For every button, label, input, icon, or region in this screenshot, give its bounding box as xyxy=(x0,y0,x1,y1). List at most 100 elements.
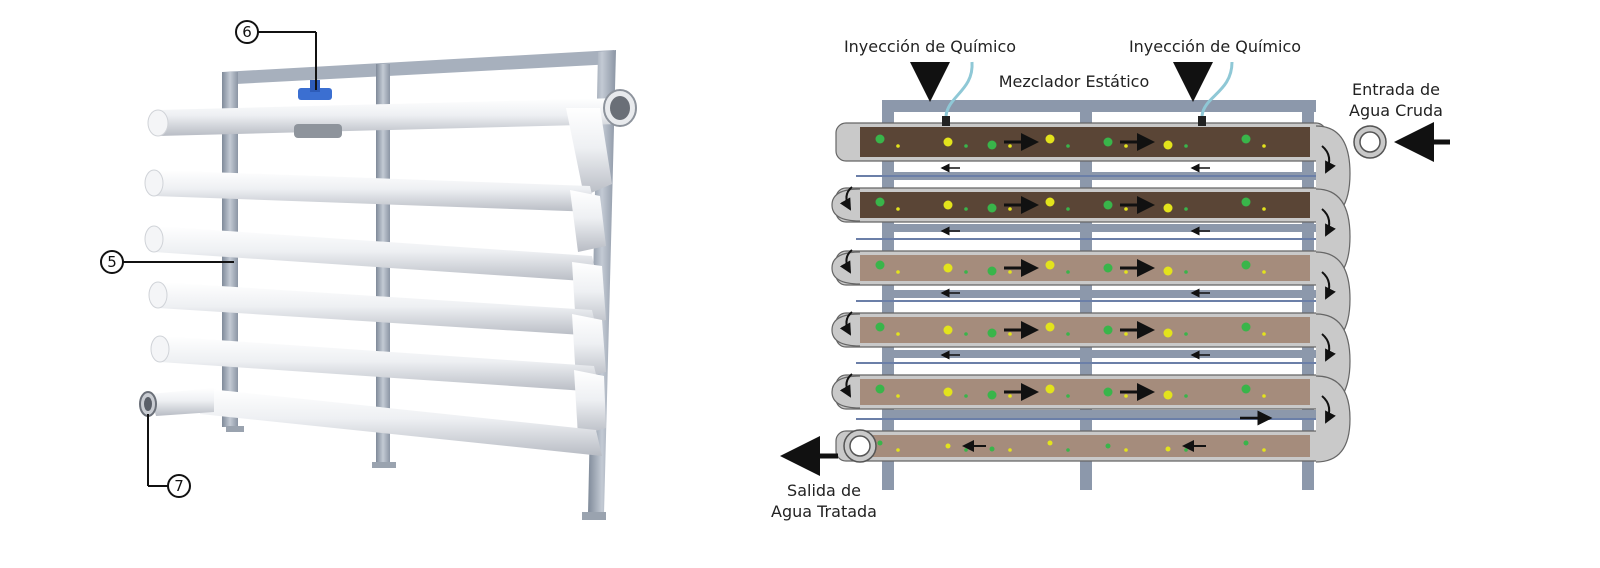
particle-small xyxy=(1184,332,1188,336)
particle xyxy=(877,440,883,446)
particle xyxy=(943,263,953,273)
raw-water-inlet-label-line1: Entrada de xyxy=(1352,80,1440,99)
particle xyxy=(987,390,997,400)
particle-small xyxy=(1184,270,1188,274)
elbow-arrow-left xyxy=(839,186,853,211)
particle xyxy=(1105,443,1111,449)
treated-water-outlet-ring xyxy=(843,429,877,463)
injector-nozzle-2 xyxy=(1198,116,1206,126)
particle-small xyxy=(1262,270,1266,274)
particle-small xyxy=(1066,332,1070,336)
particle xyxy=(1165,446,1171,452)
particle-small xyxy=(1008,144,1012,148)
particle-small xyxy=(1066,207,1070,211)
particle-small xyxy=(1184,394,1188,398)
particle xyxy=(1163,266,1173,276)
treated-water-outlet-label-line2: Agua Tratada xyxy=(771,502,877,521)
particle xyxy=(1047,440,1053,446)
particle-small xyxy=(1124,144,1128,148)
particle-small xyxy=(896,332,900,336)
particle-small xyxy=(896,448,900,452)
chem-injection-label-2: Inyección de Químico xyxy=(1129,37,1301,56)
pipe-content-3 xyxy=(860,255,1310,281)
particle-small xyxy=(1262,332,1266,336)
elbow-arrow-right xyxy=(1321,145,1336,174)
frame-foot-left xyxy=(226,426,244,432)
particle xyxy=(1241,260,1251,270)
particle-small xyxy=(896,144,900,148)
particle xyxy=(943,200,953,210)
particle-small xyxy=(964,144,968,148)
chemical-particles xyxy=(875,134,1266,452)
particle-small xyxy=(1008,270,1012,274)
particle-small xyxy=(1066,448,1070,452)
particle xyxy=(987,140,997,150)
pipe-row-4 xyxy=(148,281,606,380)
particle-small xyxy=(896,207,900,211)
particle xyxy=(987,203,997,213)
particle-small xyxy=(1262,144,1266,148)
pipe-row-1 xyxy=(147,98,620,196)
elbow-arrow-right xyxy=(1321,208,1336,237)
callout-7-number: 7 xyxy=(174,477,184,495)
particle-small xyxy=(1008,207,1012,211)
particle xyxy=(1103,137,1113,147)
elbow-arrow-left xyxy=(839,311,853,336)
particle xyxy=(1045,322,1055,332)
particle xyxy=(875,384,885,394)
frame-top-beam xyxy=(222,50,614,84)
pipe-elbows xyxy=(831,125,1351,463)
outlet-opening xyxy=(139,391,157,417)
pipe-content-4 xyxy=(860,317,1310,343)
particle xyxy=(1163,203,1173,213)
particle xyxy=(875,197,885,207)
particle xyxy=(1241,322,1251,332)
particle-small xyxy=(964,270,968,274)
static-mixer-label: Mezclador Estático xyxy=(999,72,1150,91)
particle-small xyxy=(964,394,968,398)
particle xyxy=(1163,390,1173,400)
particle xyxy=(1045,384,1055,394)
inlet-opening xyxy=(603,89,637,127)
particle-small xyxy=(1184,144,1188,148)
frame-foot-right xyxy=(582,512,606,520)
particle-small xyxy=(1008,448,1012,452)
pipe-row-6 xyxy=(150,388,602,456)
callout-6-number: 6 xyxy=(242,23,252,41)
particle xyxy=(1103,387,1113,397)
particle xyxy=(1241,134,1251,144)
particle xyxy=(1103,263,1113,273)
pipe-row-2 xyxy=(144,169,606,252)
particle-small xyxy=(1008,394,1012,398)
particle xyxy=(1045,134,1055,144)
particle-small xyxy=(1124,448,1128,452)
particle-small xyxy=(1124,207,1128,211)
injection-tube-2 xyxy=(1200,61,1234,117)
particle-small xyxy=(1066,394,1070,398)
particle-small xyxy=(964,332,968,336)
particle-small xyxy=(1262,207,1266,211)
chem-injection-label-1: Inyección de Químico xyxy=(844,37,1016,56)
particle xyxy=(1163,328,1173,338)
particle-small xyxy=(1008,332,1012,336)
particle-small xyxy=(1124,270,1128,274)
particle xyxy=(875,260,885,270)
particle xyxy=(987,328,997,338)
particle xyxy=(1045,260,1055,270)
pipe-content-5 xyxy=(860,379,1310,405)
callout-7: 7 xyxy=(147,414,191,498)
particle xyxy=(1163,140,1173,150)
particle xyxy=(943,387,953,397)
pipe-content-2 xyxy=(860,192,1310,218)
right-schematic: Inyección de Químico Inyección de Químic… xyxy=(771,37,1450,521)
particle-small xyxy=(1124,332,1128,336)
raw-water-inlet-label-line2: Agua Cruda xyxy=(1349,101,1443,120)
schematic-pipes xyxy=(835,122,1327,462)
particle-small xyxy=(1124,394,1128,398)
particle xyxy=(1103,200,1113,210)
particle-small xyxy=(1066,270,1070,274)
pipe-content-6 xyxy=(860,435,1310,457)
particle-small xyxy=(896,270,900,274)
elbow-arrow-right xyxy=(1321,333,1336,362)
pipe-content-1 xyxy=(860,127,1310,157)
